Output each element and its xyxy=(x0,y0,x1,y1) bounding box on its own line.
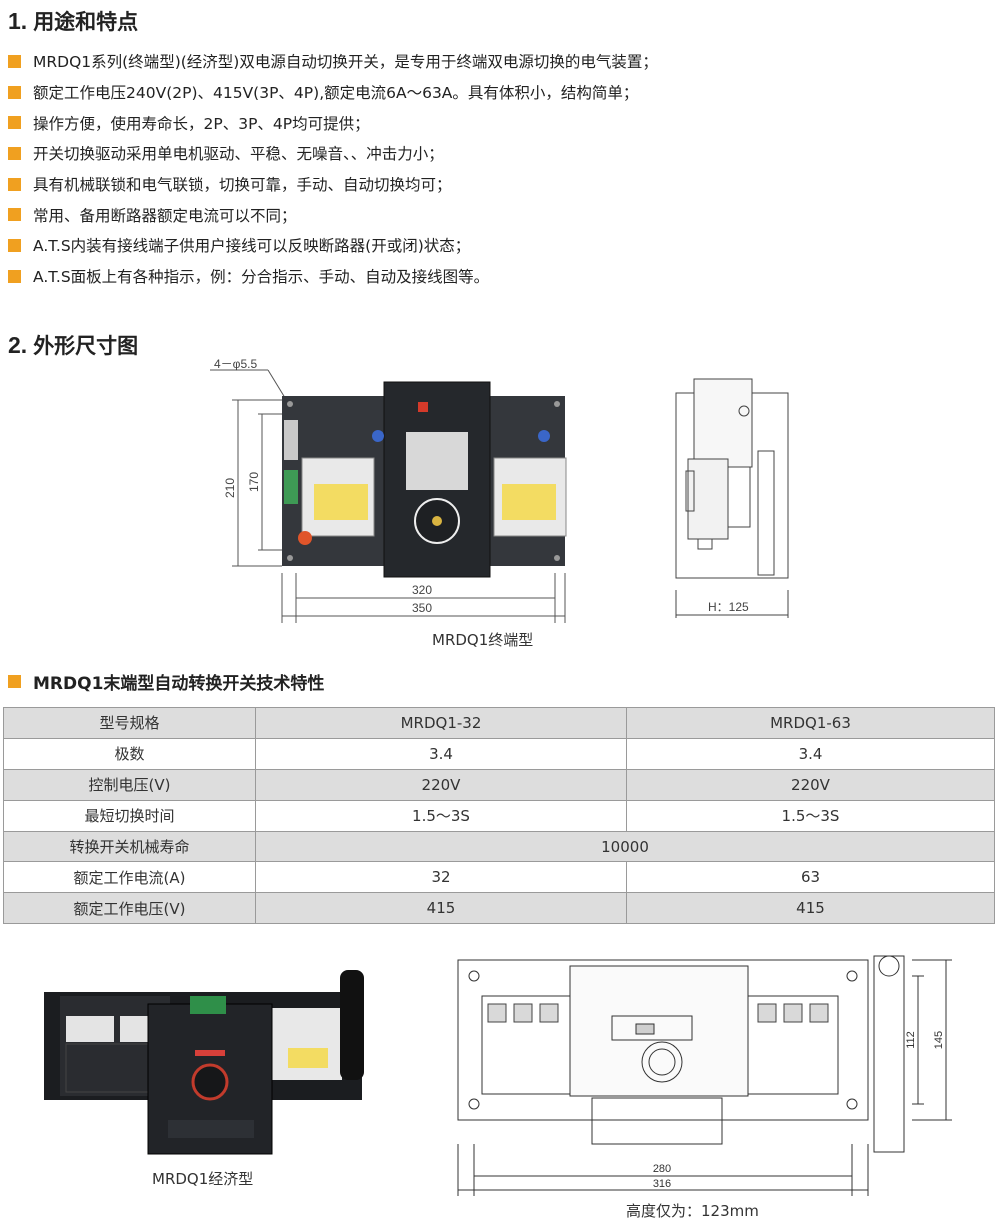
economy-width-outer-label: 316 xyxy=(653,1178,671,1190)
economy-product-image xyxy=(44,970,364,1155)
bullet-square-icon xyxy=(8,238,21,252)
bullet-square-icon xyxy=(8,177,21,191)
hole-dimension-label: 4－φ5.5 xyxy=(214,358,257,371)
economy-type-caption: MRDQ1经济型 xyxy=(152,1170,254,1188)
section-1-heading: 1.用途和特点 xyxy=(8,6,138,36)
bullet-square-icon xyxy=(8,208,21,222)
terminal-type-caption: MRDQ1终端型 xyxy=(432,631,534,649)
section-1-number: 1. xyxy=(8,8,28,34)
economy-height-note: 高度仅为：123mm xyxy=(626,1202,759,1220)
bullet-square-icon xyxy=(8,269,21,283)
economy-width-inner-label: 280 xyxy=(653,1163,671,1175)
list-item: A.T.S面板上有各种指示，例：分合指示、手动、自动及接线图等。 xyxy=(8,261,988,292)
list-item: 常用、备用断路器额定电流可以不同； xyxy=(8,199,988,230)
section-2-number: 2. xyxy=(8,332,28,358)
side-depth-label: H：125 xyxy=(708,600,749,614)
list-item: MRDQ1系列(终端型)(经济型)双电源自动切换开关，是专用于终端双电源切换的电… xyxy=(8,46,988,77)
list-item: A.T.S内装有接线端子供用户接线可以反映断路器(开或闭)状态； xyxy=(8,230,988,261)
switch-body xyxy=(282,381,567,578)
bullet-square-icon xyxy=(8,85,21,99)
table-heading: MRDQ1末端型自动转换开关技术特性 xyxy=(8,669,324,694)
table-row: 控制电压(V) 220V 220V xyxy=(3,768,995,801)
bullet-square-icon xyxy=(8,675,21,688)
table-row: 极数 3.4 3.4 xyxy=(3,737,995,770)
economy-height-inner-label: 112 xyxy=(905,1031,917,1049)
economy-dimension-drawing: 280 316 112 145 xyxy=(457,955,952,1196)
bullet-square-icon xyxy=(8,146,21,160)
height-outer-label: 210 xyxy=(223,478,237,498)
terminal-side-drawing: H：125 xyxy=(675,378,789,618)
list-item: 具有机械联锁和电气联锁，切换可靠，手动、自动切换均可； xyxy=(8,169,988,200)
bullet-square-icon xyxy=(8,116,21,130)
table-header-row: 型号规格 MRDQ1-32 MRDQ1-63 xyxy=(3,707,995,739)
table-row: 最短切换时间 1.5～3S 1.5～3S xyxy=(3,799,995,832)
list-item: 额定工作电压240V(2P)、415V(3P、4P),额定电流6A～63A。具有… xyxy=(8,77,988,108)
width-outer-label: 350 xyxy=(412,601,432,615)
table-row: 转换开关机械寿命 10000 xyxy=(3,830,995,863)
bullet-square-icon xyxy=(8,54,21,68)
economy-height-outer-label: 145 xyxy=(933,1031,945,1049)
spec-table: 型号规格 MRDQ1-32 MRDQ1-63 极数 3.4 3.4 控制电压(V… xyxy=(3,707,995,925)
list-item: 开关切换驱动采用单电机驱动、平稳、无噪音、、冲击力小； xyxy=(8,138,988,169)
feature-list: MRDQ1系列(终端型)(经济型)双电源自动切换开关，是专用于终端双电源切换的电… xyxy=(8,46,988,292)
table-row: 额定工作电流(A) 32 63 xyxy=(3,861,995,894)
height-inner-label: 170 xyxy=(247,472,261,492)
list-item: 操作方便，使用寿命长，2P、3P、4P均可提供； xyxy=(8,107,988,138)
section-2-heading: 2.外形尺寸图 xyxy=(8,330,138,360)
width-inner-label: 320 xyxy=(412,583,432,597)
section-1-title: 用途和特点 xyxy=(33,10,139,34)
table-row: 额定工作电压(V) 415 415 xyxy=(3,892,995,925)
terminal-front-drawing: 4－φ5.5 210 170 320 350 xyxy=(210,358,567,623)
section-2-title: 外形尺寸图 xyxy=(33,334,139,358)
